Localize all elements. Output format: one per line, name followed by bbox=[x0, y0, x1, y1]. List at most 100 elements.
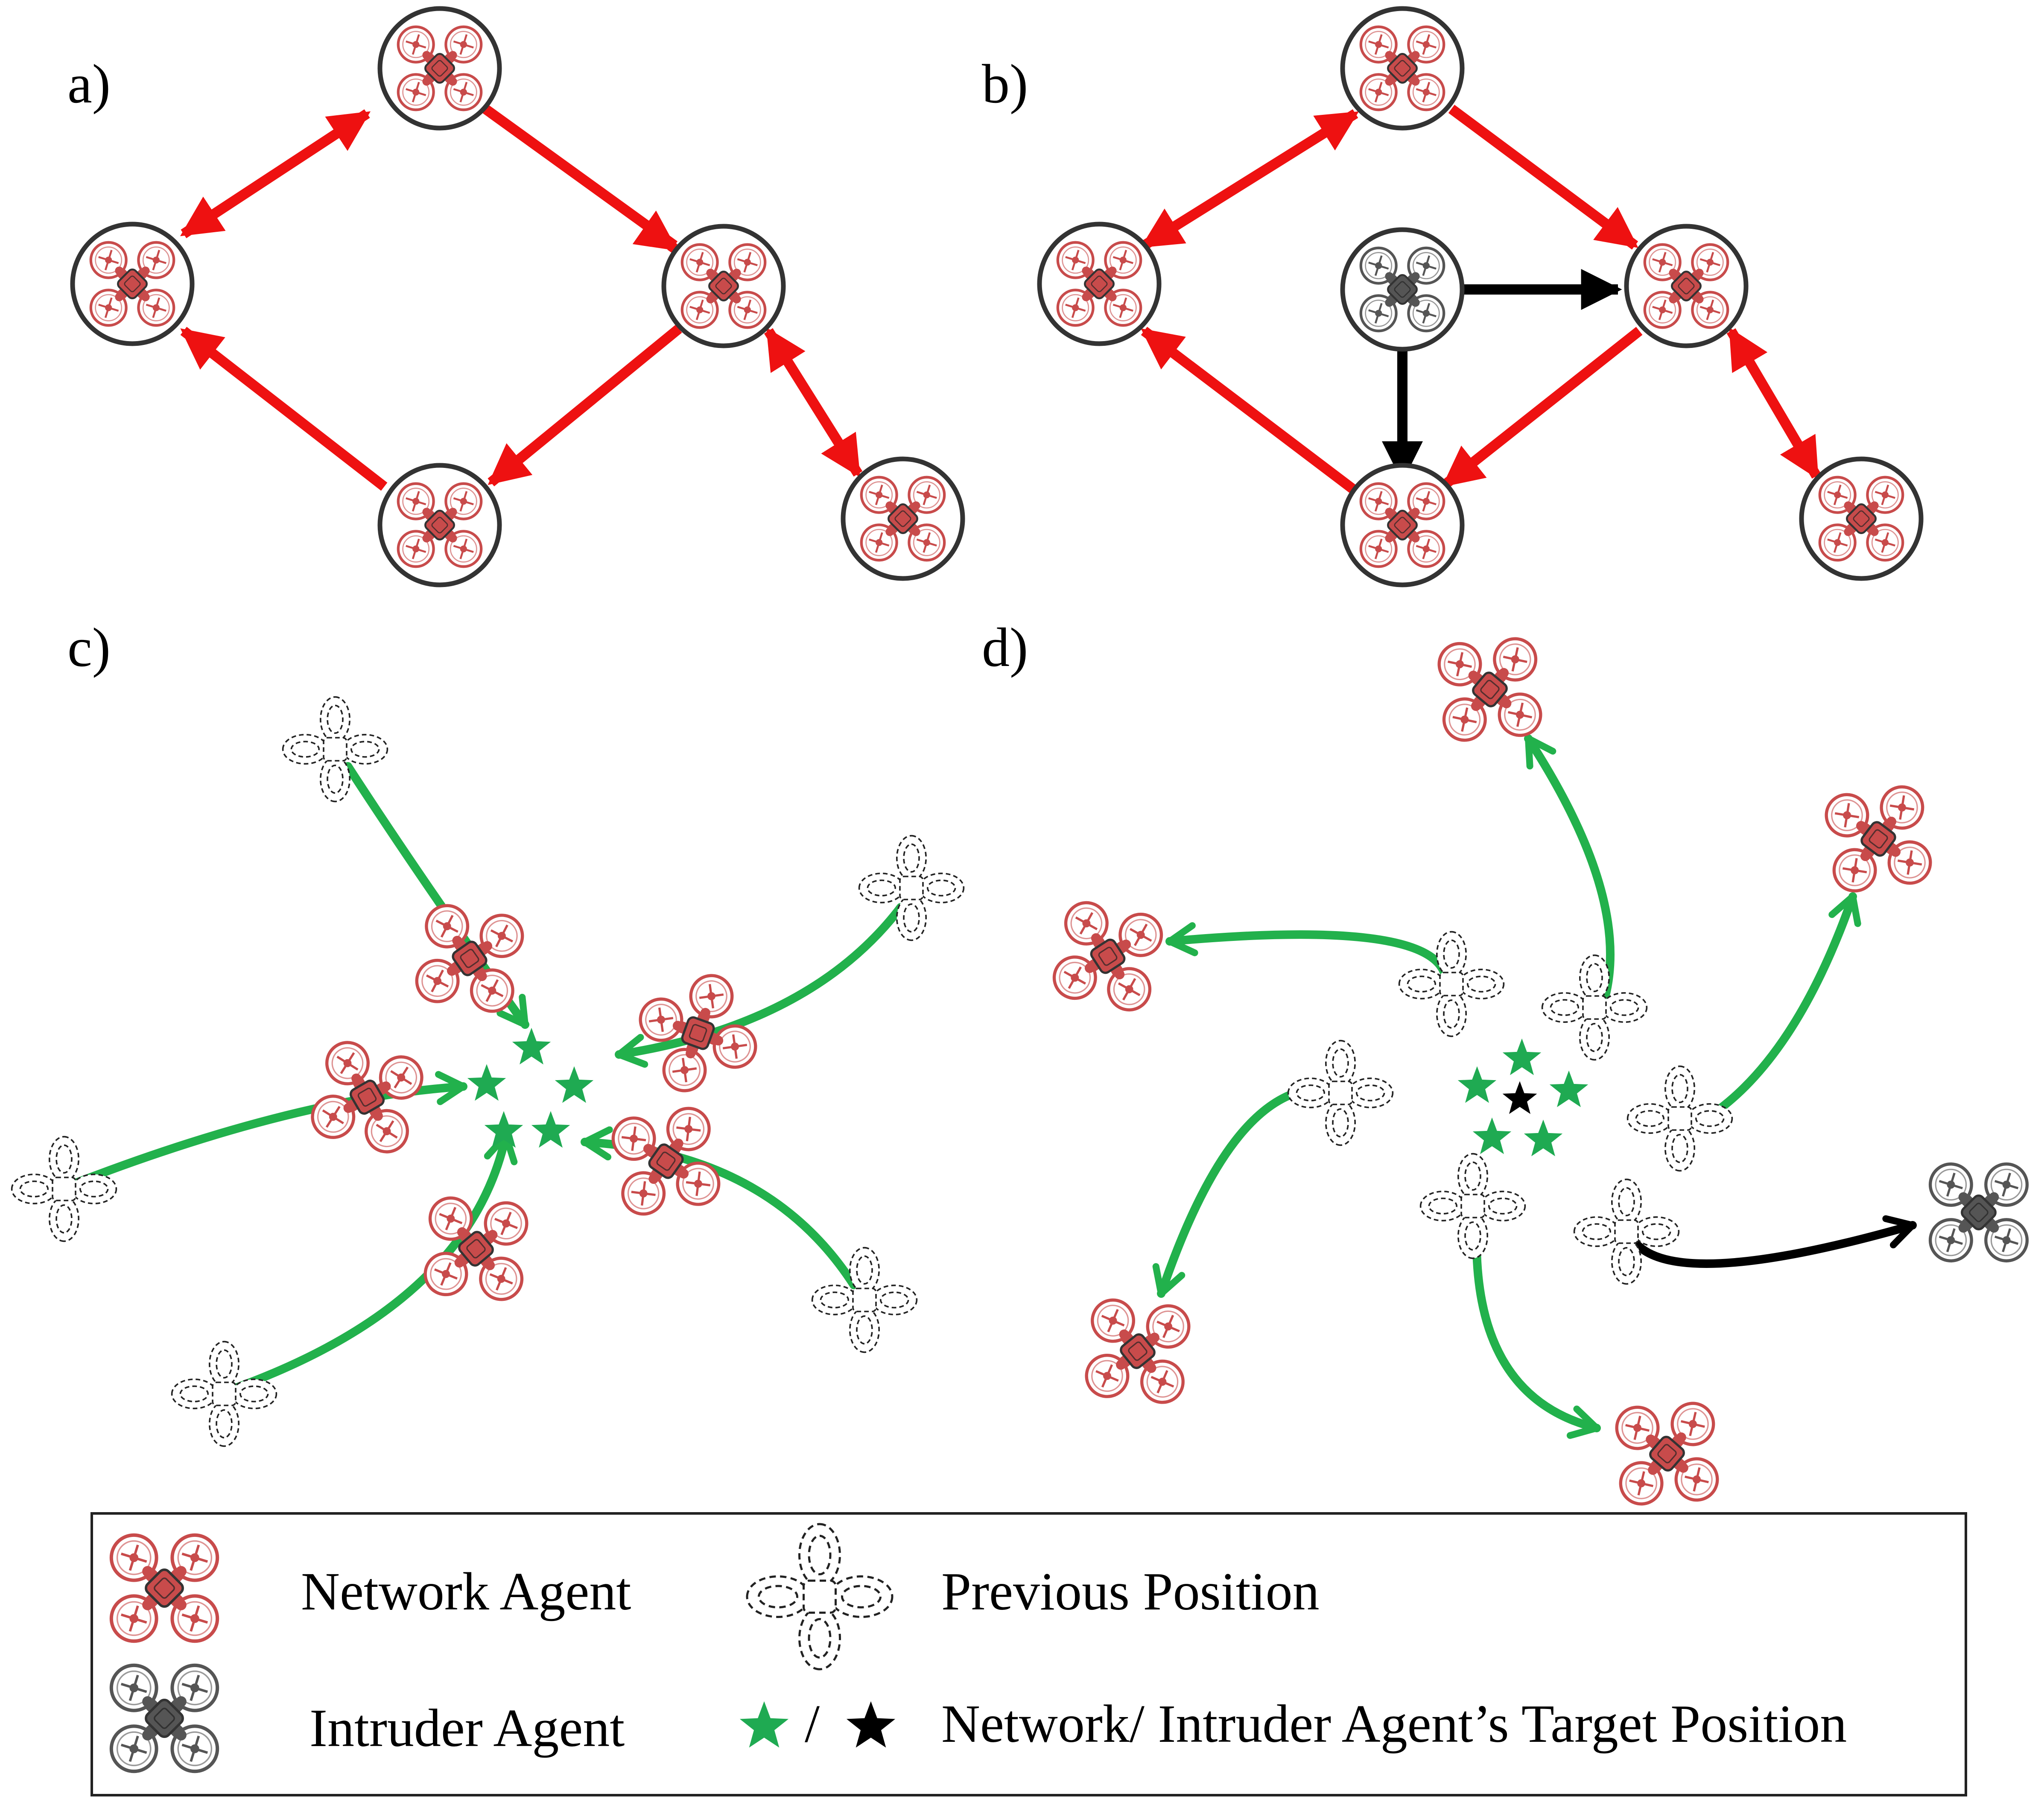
intruder-agent-node bbox=[1340, 227, 1465, 352]
intruder-trajectory bbox=[1622, 1215, 1917, 1268]
target-star bbox=[531, 1111, 570, 1148]
network-agent bbox=[1825, 785, 1932, 893]
quadcopter-icon bbox=[860, 476, 946, 562]
target-star bbox=[1502, 1038, 1542, 1075]
network-agent bbox=[1615, 1402, 1719, 1506]
intruder-agent bbox=[1928, 1162, 2029, 1263]
legend-network-agent-label: Network Agent bbox=[301, 1562, 631, 1621]
panel-d-trajectories bbox=[1152, 734, 1861, 1439]
network-agent bbox=[639, 974, 757, 1092]
trajectory-d-3 bbox=[1695, 892, 1861, 1127]
trajectory-c-2 bbox=[615, 903, 905, 1068]
panel-d-dispersal bbox=[1052, 637, 2029, 1506]
previous-position-icon bbox=[1626, 1065, 1733, 1172]
trajectory-d-1 bbox=[1165, 922, 1449, 980]
target-star bbox=[512, 1028, 551, 1065]
trajectory-c-4 bbox=[581, 1126, 858, 1289]
panel-a-links bbox=[180, 102, 863, 491]
network-agent-node bbox=[841, 456, 965, 581]
quadcopter-icon bbox=[1359, 25, 1445, 111]
legend-box bbox=[91, 1512, 1967, 1796]
network-agent-node bbox=[1037, 222, 1162, 346]
panel-label-c: c) bbox=[67, 617, 111, 678]
panel-label-a: a) bbox=[67, 53, 111, 115]
legend-network-target-star bbox=[739, 1701, 789, 1748]
target-star bbox=[555, 1066, 594, 1103]
link-b-4 bbox=[1141, 327, 1359, 495]
legend-network-agent-icon bbox=[109, 1533, 219, 1643]
network-agent-node bbox=[377, 463, 502, 587]
target-star bbox=[1549, 1070, 1588, 1107]
network-agent-node bbox=[70, 222, 195, 346]
network-agent bbox=[415, 904, 524, 1013]
network-agent-node bbox=[1624, 224, 1749, 348]
network-agent bbox=[1052, 901, 1163, 1012]
target-star bbox=[1472, 1117, 1512, 1154]
quadcopter-icon bbox=[680, 243, 767, 329]
panel-a-network-graph bbox=[70, 6, 965, 587]
trajectory-d-5 bbox=[1472, 1215, 1601, 1439]
trajectory-d-4 bbox=[1152, 1084, 1345, 1298]
link-a-2 bbox=[479, 102, 678, 250]
previous-position-icon bbox=[1398, 931, 1505, 1037]
quadcopter-icon bbox=[397, 482, 483, 568]
panel-label-b: b) bbox=[982, 53, 1028, 115]
previous-position-icon bbox=[1541, 954, 1648, 1061]
legend-target-position-label: Network/ Intruder Agent’s Target Positio… bbox=[941, 1694, 1847, 1754]
link-a-3 bbox=[632, 210, 678, 253]
network-agent bbox=[423, 1196, 529, 1301]
target-star bbox=[1502, 1081, 1537, 1114]
link-a-4 bbox=[488, 324, 682, 487]
previous-position-icon bbox=[1419, 1153, 1526, 1259]
quadcopter-icon bbox=[1359, 246, 1445, 333]
network-agent bbox=[1085, 1298, 1191, 1404]
target-star bbox=[484, 1111, 523, 1148]
legend-intruder-target-star bbox=[846, 1701, 896, 1748]
network-agent-node bbox=[1799, 456, 1924, 581]
previous-position-icon bbox=[11, 1136, 117, 1242]
previous-position-icon bbox=[282, 696, 388, 803]
link-b-3 bbox=[1442, 327, 1643, 489]
network-agent-node bbox=[1340, 463, 1465, 587]
target-star bbox=[467, 1064, 506, 1101]
link-b-5 bbox=[1726, 327, 1821, 480]
quadcopter-icon bbox=[1056, 241, 1142, 327]
link-a-1 bbox=[180, 109, 371, 239]
panel-c-convergence bbox=[11, 696, 965, 1447]
previous-position-icon bbox=[1287, 1040, 1394, 1146]
network-agent bbox=[611, 1107, 721, 1216]
panel-label-d: d) bbox=[982, 617, 1028, 678]
target-star bbox=[1457, 1066, 1497, 1103]
link-b-2 bbox=[1448, 105, 1638, 250]
quadcopter-icon bbox=[1359, 482, 1445, 568]
link-a-6 bbox=[764, 327, 863, 478]
previous-position-icon bbox=[811, 1247, 918, 1353]
network-agent-node bbox=[1340, 6, 1465, 131]
legend-previous-position-icon bbox=[746, 1523, 894, 1671]
panel-b-links bbox=[1140, 105, 1821, 495]
legend: Network Agent Intruder Agent Previous Po… bbox=[91, 1512, 1967, 1796]
panel-b-network-graph bbox=[1037, 6, 1924, 587]
network-agent-node bbox=[377, 6, 502, 131]
previous-position-icon bbox=[171, 1341, 277, 1447]
legend-intruder-agent-icon bbox=[109, 1663, 219, 1773]
previous-position-icon bbox=[858, 835, 965, 941]
network-agent bbox=[311, 1041, 423, 1154]
legend-target-separator: / bbox=[805, 1694, 820, 1754]
legend-previous-position-label: Previous Position bbox=[941, 1562, 1320, 1621]
quadcopter-icon bbox=[397, 25, 483, 111]
network-agent bbox=[1437, 637, 1542, 742]
legend-intruder-agent-label: Intruder Agent bbox=[310, 1699, 625, 1758]
trajectory-c-5 bbox=[233, 1131, 518, 1392]
quadcopter-icon bbox=[1818, 476, 1904, 562]
link-b-1 bbox=[1140, 109, 1359, 250]
link-a-5 bbox=[180, 327, 388, 491]
quadcopter-icon bbox=[89, 241, 175, 327]
trajectory-d-2 bbox=[1524, 734, 1615, 1001]
target-star bbox=[1524, 1119, 1563, 1157]
previous-position-icon bbox=[1573, 1178, 1680, 1285]
network-agent-node bbox=[661, 224, 786, 348]
panel-b-intruder-links bbox=[1382, 269, 1622, 482]
